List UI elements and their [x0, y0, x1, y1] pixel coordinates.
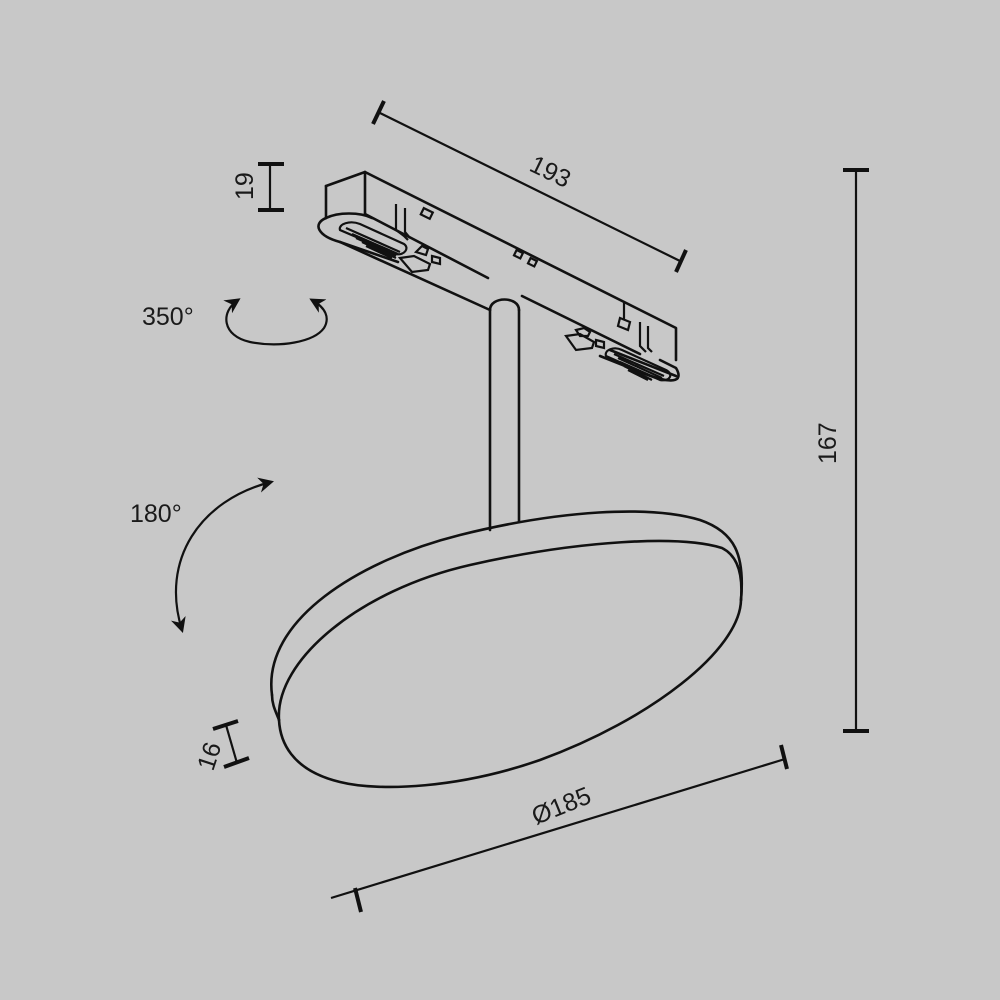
stem	[488, 298, 521, 532]
dimension-label-19: 19	[231, 172, 259, 200]
dimension-total-height: 167	[814, 168, 869, 733]
dimension-disc-diameter: Ø185	[330, 744, 789, 913]
dimension-track-height: 19	[231, 162, 284, 212]
disc-head	[270, 510, 744, 789]
dimension-label-16: 16	[192, 739, 227, 774]
track-adapter	[317, 170, 680, 382]
dimension-label-167: 167	[814, 422, 842, 464]
vent-grille-left	[338, 221, 408, 259]
rotation-horizontal: 350°	[142, 298, 328, 346]
vent-grille-right	[604, 347, 672, 382]
rotation-label-350: 350°	[142, 303, 194, 331]
dimension-disc-thickness: 16	[192, 719, 250, 774]
dimension-track-length: 193	[371, 100, 688, 273]
rotation-tilt: 180°	[130, 477, 274, 633]
rotation-label-180: 180°	[130, 500, 182, 528]
dimension-label-diameter: Ø185	[528, 782, 595, 831]
dimension-label-193: 193	[525, 150, 575, 193]
